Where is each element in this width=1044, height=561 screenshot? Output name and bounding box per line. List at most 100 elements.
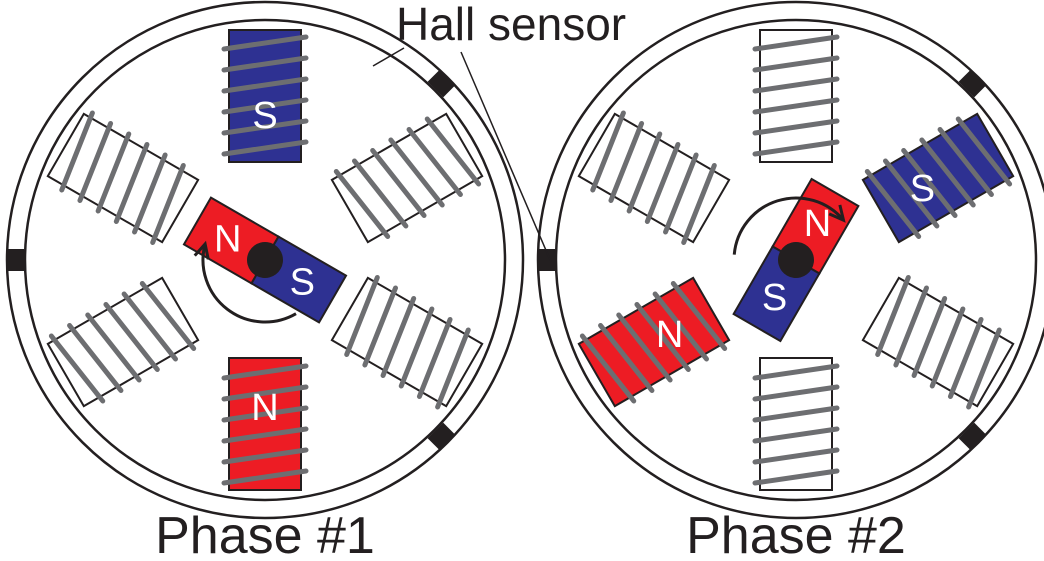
- phase2-coil-5-winding: [626, 131, 663, 214]
- phase2-coil-4-body: [577, 276, 731, 408]
- phase1-coil-4-winding: [85, 312, 142, 383]
- phase2-coil-4-pole-label: N: [656, 314, 683, 356]
- phase1-coil-4-winding: [121, 291, 179, 362]
- phase1-coil-1-winding: [424, 116, 482, 187]
- phase1-coil-4-body: [46, 276, 200, 408]
- phase2-coil-3-winding: [752, 426, 840, 444]
- phase1-coil-3: N: [221, 357, 309, 491]
- phase1-coil-4: [46, 276, 200, 408]
- phase1-coil-5-winding: [77, 120, 114, 204]
- phase2-coil-5-winding: [608, 120, 645, 204]
- phase2-coil-4-winding: [616, 312, 673, 383]
- phase2-shaft: [778, 242, 814, 278]
- phase2-caption: Phase #2: [686, 507, 906, 561]
- phase1-coil-5-body: [46, 112, 200, 244]
- phase1-coil-0-winding: [221, 34, 309, 52]
- phase1-coil-5: [46, 110, 200, 246]
- motor-phase2: S N NS: [536, 0, 1044, 520]
- phase1-coil-3-winding: [221, 468, 309, 486]
- phase2-coil-3-winding: [752, 447, 840, 465]
- phase1-coil-4-winding: [139, 280, 197, 352]
- phase2-inner-ring: [554, 18, 1038, 502]
- phase2-coil-2-winding: [929, 306, 966, 389]
- phase2-coil-1-winding: [864, 168, 922, 240]
- phase2-coil-0-winding: [752, 97, 840, 115]
- phase2-coil-4-winding: [598, 322, 655, 394]
- phase2-rotor: NS: [732, 177, 860, 343]
- phase1-inner-ring: [23, 18, 507, 502]
- hall-sensor-label: Hall sensor: [396, 0, 626, 50]
- phase1-hall-sensor-0: [427, 70, 455, 98]
- phase1-caption: Phase #1: [155, 507, 375, 561]
- phase2-coil-3-winding: [752, 405, 840, 423]
- phase1-shaft: [247, 242, 283, 278]
- phase2-coil-2-winding: [911, 295, 948, 379]
- phase2-coil-5: [577, 110, 731, 246]
- phase2-coil-4: N: [577, 276, 731, 408]
- phase2-coil-1-winding: [901, 147, 958, 219]
- phase2-hall-sensor-1: [958, 422, 986, 450]
- hall-sensor-leader-left: [372, 47, 405, 67]
- phase1-coil-2-winding: [380, 295, 417, 379]
- phase2-coil-3-winding: [752, 384, 840, 402]
- phase2-coil-3-winding: [752, 468, 840, 486]
- phase1-coil-0-body: [228, 29, 302, 163]
- phase2-coil-2-winding: [893, 285, 929, 368]
- phase2-coil-3-winding: [752, 363, 840, 381]
- phase2-coil-5-winding: [644, 141, 681, 225]
- phase2-coil-2-winding: [947, 316, 984, 400]
- hall-sensor-leader-right: [460, 51, 552, 263]
- phase1-coil-0-winding: [221, 139, 309, 157]
- phase2-coil-0-winding: [752, 55, 840, 73]
- phase1-rotor-north-label: N: [214, 219, 241, 261]
- phase2-coil-1-winding: [919, 137, 976, 208]
- phase1-hall-sensor-1: [427, 422, 455, 450]
- phase1-coil-5-winding: [132, 152, 168, 235]
- phase1-coil-5-winding: [59, 110, 95, 193]
- phase1-coil-2-body: [330, 276, 484, 408]
- phase2-outer-ring: [536, 0, 1044, 520]
- phase1-coil-2-winding: [416, 316, 453, 400]
- phase1-coil-0: S: [221, 29, 309, 163]
- phase2-coil-5-winding: [681, 162, 717, 246]
- phase1-coil-2-winding: [344, 274, 380, 358]
- phase2-rotor-south-label: S: [762, 277, 787, 319]
- phase2-coil-1-winding: [937, 126, 994, 198]
- phase1-coil-3-winding: [221, 384, 309, 402]
- phase1-coil-0-pole-label: S: [252, 95, 277, 137]
- phase1-coil-4-winding: [48, 333, 106, 404]
- phase1-coil-1: [330, 112, 484, 244]
- phase1-coil-2: [330, 274, 484, 410]
- phase2-coil-0-winding: [752, 139, 840, 157]
- phase1-rotor-south-label: S: [290, 262, 315, 304]
- phase2-coil-2-winding: [966, 327, 1002, 410]
- phase1-coil-5-winding: [150, 162, 186, 246]
- phase1-coil-0-winding: [221, 97, 309, 115]
- phase1-coil-1-winding: [351, 158, 409, 229]
- phase2-coil-2-body: [861, 276, 1015, 408]
- phase2-coil-1: S: [861, 112, 1015, 244]
- phase2-coil-0-body: [759, 29, 833, 163]
- phase1-rotation-arrow: [201, 243, 297, 324]
- phase2-coil-0: [752, 29, 840, 163]
- phase2-coil-1-winding: [955, 116, 1013, 187]
- phase1-coil-5-winding: [95, 131, 132, 214]
- phase2-coil-5-winding: [590, 110, 626, 193]
- phase1-outer-ring: [5, 0, 525, 520]
- phase2-coil-5-winding: [663, 152, 699, 235]
- phase1-coil-3-winding: [221, 363, 309, 381]
- motor-phase1: S N N S: [5, 0, 525, 520]
- phase1-coil-3-pole-label: N: [251, 387, 278, 429]
- phase1-coil-2-winding: [398, 306, 435, 389]
- phase2-coil-0-winding: [752, 76, 840, 94]
- phase1-coil-0-winding: [221, 76, 309, 94]
- phase2-coil-5-body: [577, 112, 731, 244]
- phase2-coil-4-winding: [579, 333, 637, 404]
- phase2-coil-2-winding: [875, 274, 911, 358]
- phase2-rotation-arrowhead: [828, 204, 846, 223]
- phase2-coil-3: [752, 357, 840, 491]
- phase1-coil-3-winding: [221, 447, 309, 465]
- phase1-coil-3-body: [228, 357, 302, 491]
- phase1-coil-0-winding: [221, 55, 309, 73]
